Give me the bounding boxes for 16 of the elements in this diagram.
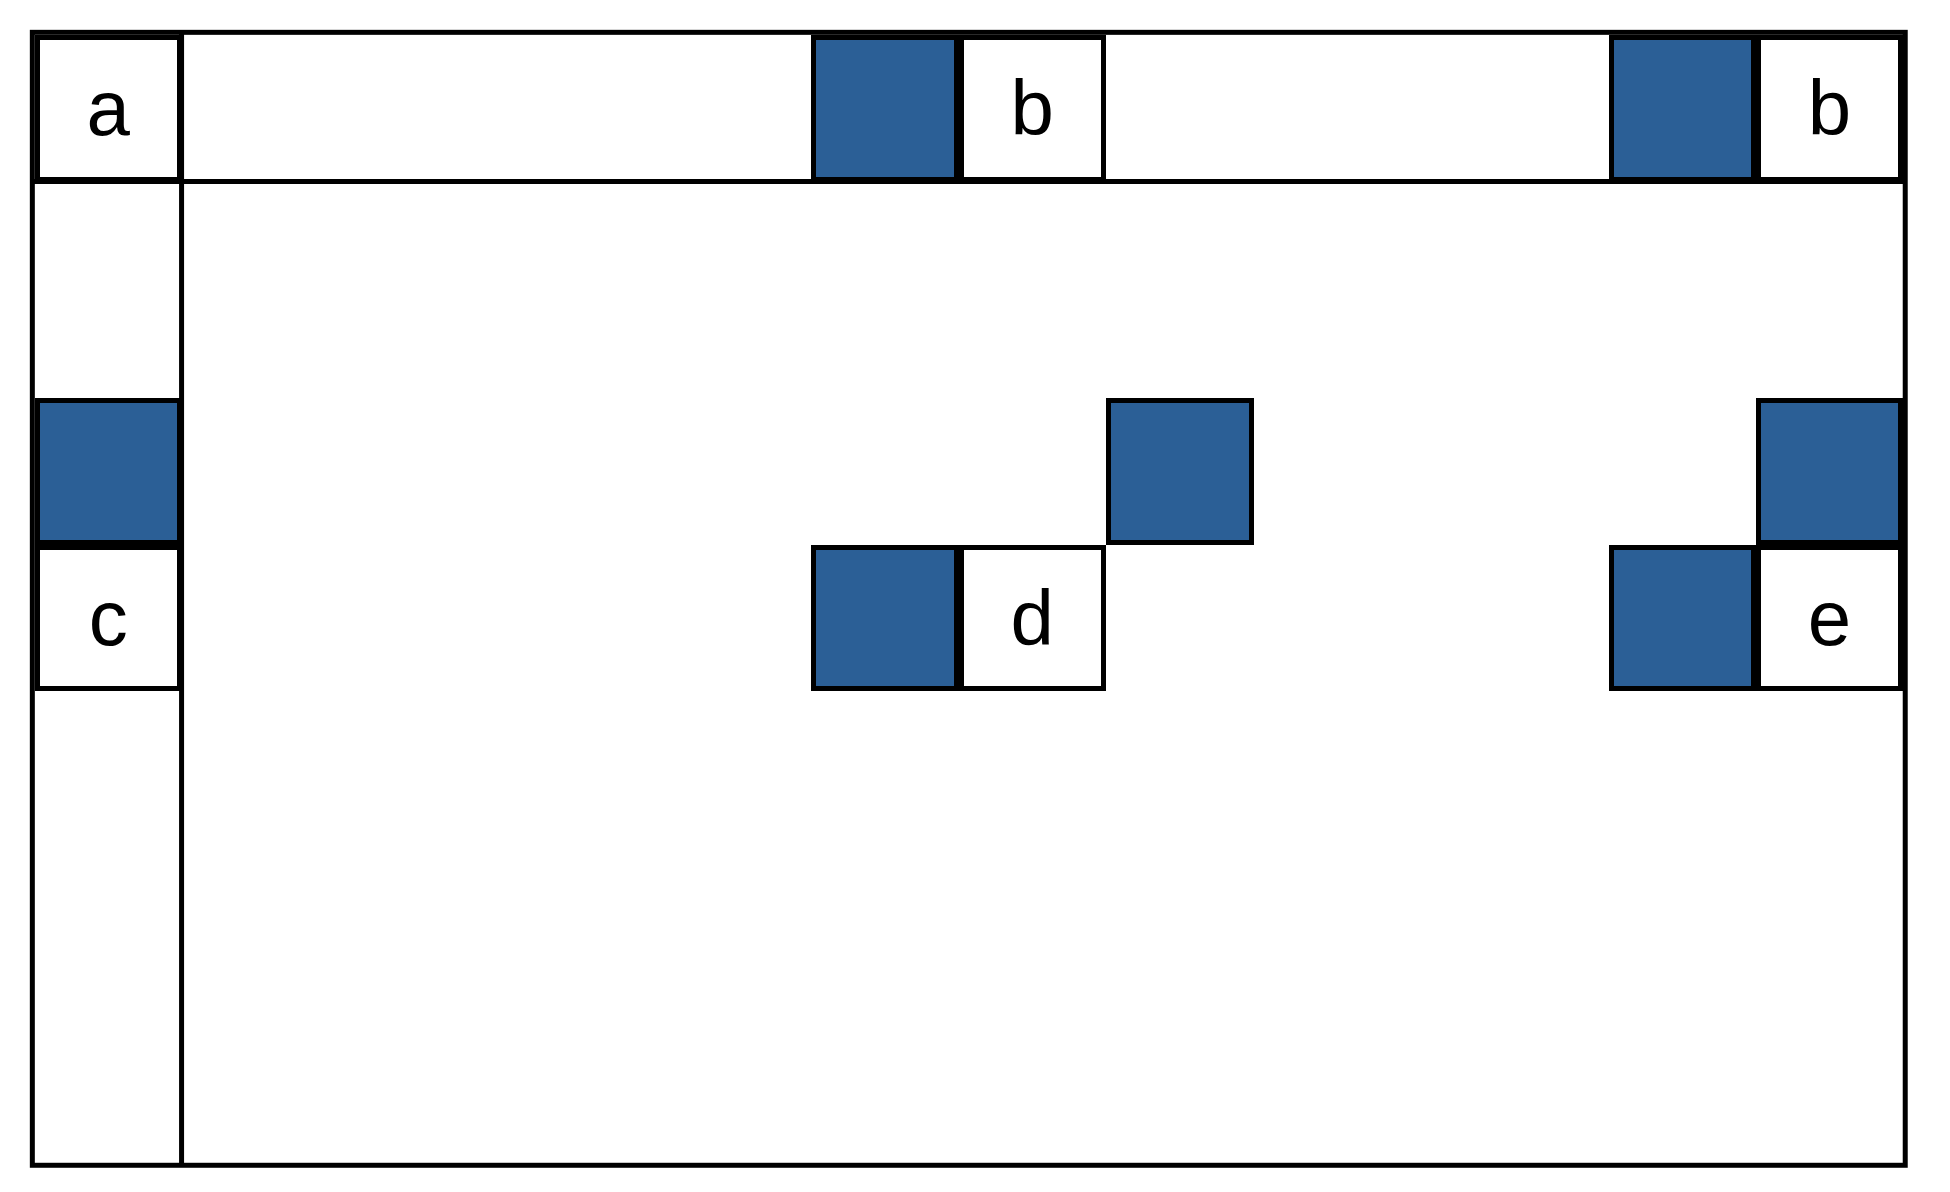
cell-letter: b xyxy=(1807,69,1852,148)
letter-cell xyxy=(34,544,182,692)
filled-square xyxy=(34,397,182,545)
filled-square xyxy=(810,34,959,182)
filled-square xyxy=(1609,34,1756,182)
cell-letter: a xyxy=(86,69,130,148)
letter-cell xyxy=(958,544,1106,692)
filled-square xyxy=(1105,397,1254,545)
cell-letter: b xyxy=(1010,69,1054,148)
cell-letter: d xyxy=(1010,579,1054,658)
filled-square xyxy=(810,544,959,692)
filled-square xyxy=(1609,544,1756,692)
letter-cell xyxy=(958,34,1106,182)
cell-letter: e xyxy=(1807,579,1852,658)
letter-cell xyxy=(34,34,182,182)
cell-letter: c xyxy=(88,579,128,658)
